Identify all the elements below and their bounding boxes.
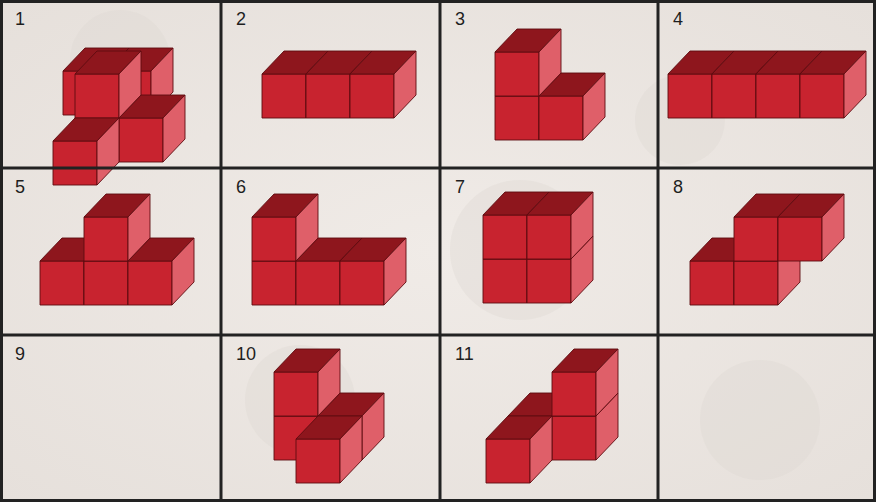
- cube-front-face: [84, 217, 128, 261]
- panel-number: 4: [673, 9, 683, 29]
- panel-number: 10: [236, 344, 256, 364]
- cube-front-face: [527, 259, 571, 303]
- grid-line: [0, 0, 876, 3]
- paper-blotch: [700, 360, 820, 480]
- cube-front-face: [483, 259, 527, 303]
- cube-front-face: [252, 261, 296, 305]
- cube-front-face: [252, 217, 296, 261]
- cube-front-face: [734, 261, 778, 305]
- cube-front-face: [486, 439, 530, 483]
- grid-line: [0, 167, 876, 170]
- cube-front-face: [668, 74, 712, 118]
- figure-panel: 1: [0, 0, 221, 168]
- panel-number: 5: [15, 177, 25, 197]
- cube-front-face: [690, 261, 734, 305]
- panel-number: 9: [15, 344, 25, 364]
- cube-front-face: [350, 74, 394, 118]
- figure-panel: 2: [221, 0, 440, 168]
- figure-panel: 6: [221, 168, 440, 335]
- panel-number: 11: [455, 344, 474, 364]
- grid-line: [220, 0, 223, 502]
- cube-side-face: [844, 51, 866, 118]
- cube-front-face: [53, 141, 97, 185]
- figure-panel: 5: [0, 168, 221, 335]
- cube-side-face: [596, 349, 618, 416]
- cube-side-face: [128, 194, 150, 261]
- cube-front-face: [40, 261, 84, 305]
- grid-line: [0, 334, 876, 337]
- cube-front-face: [306, 74, 350, 118]
- figure-panel: 10: [221, 335, 440, 502]
- figure-panel: 4: [658, 0, 876, 168]
- cube-side-face: [822, 194, 844, 261]
- cube-front-face: [552, 416, 596, 460]
- figure-panel: 8: [658, 168, 876, 335]
- figure-panel: 3: [440, 0, 658, 168]
- cube-front-face: [84, 261, 128, 305]
- cube-front-face: [756, 74, 800, 118]
- cube-front-face: [495, 96, 539, 140]
- panel-number: 6: [236, 177, 246, 197]
- grid-line: [439, 0, 442, 502]
- figure-panel: 11: [440, 335, 658, 502]
- cube-side-face: [296, 194, 318, 261]
- cube-side-face: [119, 51, 141, 118]
- cube-side-face: [394, 51, 416, 118]
- cube-side-face: [318, 349, 340, 416]
- cube-side-face: [163, 95, 185, 162]
- panel-number: 2: [236, 9, 246, 29]
- cube-front-face: [483, 215, 527, 259]
- cube-group: [40, 29, 866, 483]
- cube-front-face: [539, 96, 583, 140]
- cube-front-face: [75, 74, 119, 118]
- grid-line: [0, 0, 3, 502]
- figure-panel: 9: [0, 335, 221, 502]
- panel-number: 8: [673, 177, 683, 197]
- cube-front-face: [274, 372, 318, 416]
- panel-number: 3: [455, 9, 465, 29]
- cube-side-face: [571, 192, 593, 259]
- cube-side-face: [362, 393, 384, 460]
- cube-front-face: [119, 118, 163, 162]
- cube-front-face: [296, 439, 340, 483]
- figure-panel: 7: [440, 168, 658, 335]
- cube-front-face: [262, 74, 306, 118]
- grid-line: [873, 0, 876, 502]
- cube-side-face: [539, 29, 561, 96]
- cube-front-face: [128, 261, 172, 305]
- panel-number: 1: [15, 9, 25, 29]
- paper-texture: [70, 10, 820, 480]
- cube-front-face: [296, 261, 340, 305]
- cube-front-face: [340, 261, 384, 305]
- cube-side-face: [530, 416, 552, 483]
- cube-front-face: [778, 217, 822, 261]
- cube-side-face: [583, 73, 605, 140]
- cube-front-face: [552, 372, 596, 416]
- cube-front-face: [712, 74, 756, 118]
- cube-front-face: [734, 217, 778, 261]
- panel-number: 7: [455, 177, 465, 197]
- grid-line: [657, 0, 660, 502]
- paper-blotch: [635, 75, 725, 165]
- cube-side-face: [384, 238, 406, 305]
- cube-front-face: [800, 74, 844, 118]
- grid-line: [0, 499, 876, 502]
- cube-front-face: [527, 215, 571, 259]
- cube-front-face: [495, 52, 539, 96]
- cube-side-face: [97, 118, 119, 185]
- cube-side-face: [172, 238, 194, 305]
- cube-side-face: [340, 416, 362, 483]
